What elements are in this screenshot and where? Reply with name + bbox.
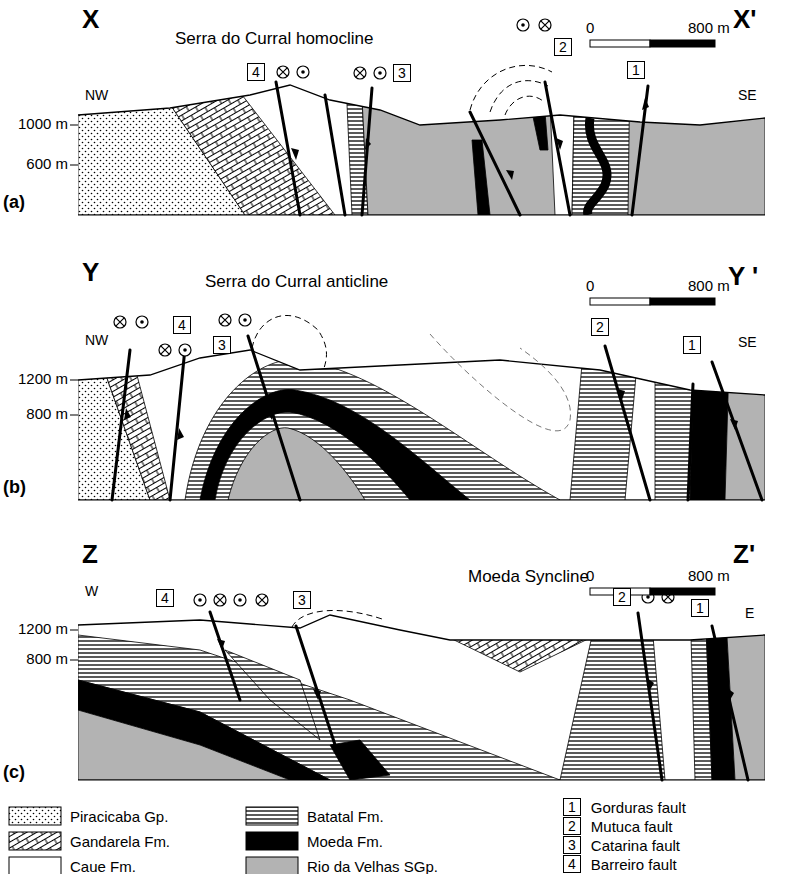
elevation: 600 m — [26, 156, 68, 173]
direction: E — [745, 606, 754, 621]
legend-swatch — [245, 831, 299, 851]
legend-text: Batatal Fm. — [307, 808, 384, 825]
fault-number-box: 3 — [213, 336, 231, 354]
fault-name: Barreiro fault — [591, 856, 677, 873]
section-letter: Y ' — [728, 262, 758, 291]
structure-name: Moeda Syncline — [468, 568, 589, 587]
fault-number-box: 2 — [613, 588, 631, 606]
elevation: 1200 m — [18, 621, 68, 638]
structure-name: Serra do Curral anticline — [205, 273, 388, 292]
fault-number: 1 — [683, 336, 701, 354]
direction: W — [85, 584, 98, 599]
legend-entry: Rio da Velhas SGp. — [245, 856, 438, 874]
section-letter: Z' — [733, 540, 755, 569]
scale-number: 0 — [586, 278, 594, 295]
fault-number: 1 — [691, 599, 709, 617]
fault-number-box: 3 — [293, 591, 311, 609]
legend-entry: Gandarela Fm. — [8, 831, 170, 851]
legend-text: Caue Fm. — [70, 858, 136, 874]
structure-name: Serra do Curral homocline — [175, 30, 373, 49]
elevation: 1200 m — [18, 371, 68, 388]
direction: SE — [738, 88, 757, 103]
direction: NW — [85, 88, 108, 103]
fault-number: 1 — [563, 798, 581, 816]
legend-swatch — [8, 831, 62, 851]
fault-number: 2 — [591, 318, 609, 336]
fault-legend-entry: 2 Mutuca fault — [563, 817, 673, 835]
fault-number: 2 — [613, 588, 631, 606]
panel-letter: (b) — [3, 478, 26, 498]
fault-number: 3 — [393, 64, 411, 82]
fault-number-box: 1 — [691, 599, 709, 617]
legend-swatch — [8, 856, 62, 874]
legend-entry: Batatal Fm. — [245, 806, 384, 826]
direction: NW — [85, 333, 108, 348]
legend-entry: Moeda Fm. — [245, 831, 383, 851]
elevation: 800 m — [26, 651, 68, 668]
legend-entry: Piracicaba Gp. — [8, 806, 168, 826]
panel-letter: (c) — [3, 763, 25, 783]
fault-name: Mutuca fault — [591, 818, 673, 835]
elevation: 800 m — [26, 406, 68, 423]
legend-text: Piracicaba Gp. — [70, 808, 168, 825]
fault-legend-entry: 1 Gorduras fault — [563, 798, 686, 816]
scale-number: 0 — [586, 20, 594, 37]
fault-number: 4 — [563, 855, 581, 873]
direction: SE — [738, 335, 757, 350]
section-letter: Y — [82, 258, 99, 287]
fault-legend-entry: 3 Catarina fault — [563, 836, 680, 854]
scale-number: 800 m — [688, 20, 730, 37]
scale-number: 800 m — [688, 568, 730, 585]
legend-swatch — [8, 806, 62, 826]
fault-number-box: 4 — [156, 589, 174, 607]
fault-number: 1 — [627, 61, 645, 79]
legend-text: Moeda Fm. — [307, 833, 383, 850]
panel-letter: (a) — [3, 193, 25, 213]
fault-number-box: 4 — [173, 316, 191, 334]
legend-text: Gandarela Fm. — [70, 833, 170, 850]
fault-number: 3 — [293, 591, 311, 609]
fault-number: 3 — [213, 336, 231, 354]
fault-name: Catarina fault — [591, 837, 680, 854]
section-letter: X — [82, 5, 99, 34]
section-letter: Z — [82, 540, 98, 569]
legend-swatch — [245, 806, 299, 826]
fault-number: 2 — [554, 38, 572, 56]
fault-number-box: 3 — [393, 64, 411, 82]
fault-number: 3 — [563, 836, 581, 854]
fault-number-box: 1 — [683, 336, 701, 354]
fault-number-box: 1 — [627, 61, 645, 79]
fault-number-box: 2 — [591, 318, 609, 336]
fault-number-box: 2 — [554, 38, 572, 56]
fault-number: 4 — [173, 316, 191, 334]
scale-number: 800 m — [688, 278, 730, 295]
fault-legend-entry: 4 Barreiro fault — [563, 855, 677, 873]
legend-entry: Caue Fm. — [8, 856, 136, 874]
fault-number: 2 — [563, 817, 581, 835]
legend-swatch — [245, 856, 299, 874]
section-letter: X' — [733, 5, 757, 34]
fault-number: 4 — [156, 589, 174, 607]
fault-number-box: 4 — [247, 63, 265, 81]
legend-text: Rio da Velhas SGp. — [307, 858, 438, 874]
scale-number: 0 — [586, 568, 594, 585]
elevation: 1000 m — [18, 116, 68, 133]
fault-number: 4 — [247, 63, 265, 81]
fault-name: Gorduras fault — [591, 799, 686, 816]
